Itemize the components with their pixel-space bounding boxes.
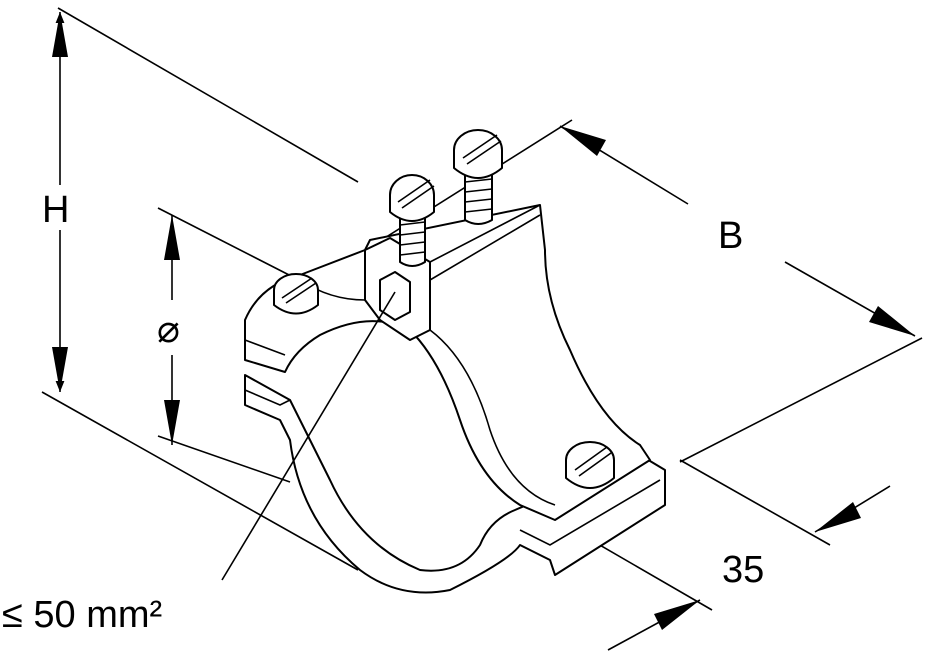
- screw-icon: [453, 129, 503, 225]
- height-label: H: [42, 189, 69, 231]
- width-dimension: B: [309, 119, 923, 463]
- screw-icon: [273, 273, 319, 315]
- pipe-clamp: [221, 129, 666, 594]
- height-dimension: H: [40, 7, 359, 571]
- cross-section-label: ≤ 50 mm²: [2, 594, 162, 636]
- depth-label: 35: [722, 549, 764, 591]
- width-label: B: [718, 215, 743, 257]
- screw-icon: [565, 441, 615, 489]
- diameter-dimension: ⌀: [155, 207, 296, 483]
- diameter-label: ⌀: [157, 309, 180, 351]
- screw-icon: [389, 174, 435, 267]
